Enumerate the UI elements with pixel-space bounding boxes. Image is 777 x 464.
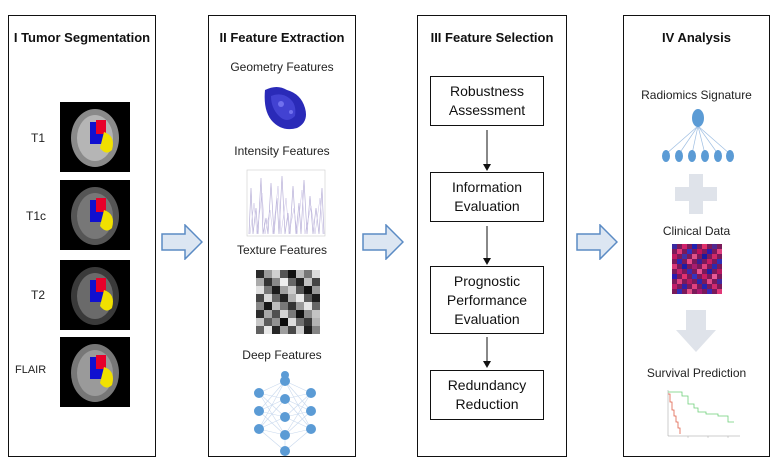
deep-features-label: Deep Features xyxy=(242,348,322,362)
radiomics-signature-label: Radiomics Signature xyxy=(641,88,752,102)
flow-arrow-3 xyxy=(576,224,618,260)
step-line: Assessment xyxy=(448,102,526,118)
step-arrow-1 xyxy=(483,130,491,171)
flow-arrow-2 xyxy=(362,224,404,260)
step-line: Robustness xyxy=(450,83,524,99)
down-arrow-icon xyxy=(676,310,716,352)
sequence-label-t1: T1 xyxy=(31,131,46,145)
step-line: Evaluation xyxy=(454,310,520,327)
clinical-data-heatmap xyxy=(672,244,722,294)
step-line: Performance xyxy=(446,291,528,308)
intensity-histogram-plot xyxy=(246,169,326,237)
panel-title: I Tumor Segmentation xyxy=(13,30,151,45)
brain-mri-flair-image xyxy=(60,337,130,407)
brain-mri-t2-image xyxy=(60,260,130,330)
step-arrow-2 xyxy=(483,226,491,265)
brain-mri-t1c-image xyxy=(60,180,130,250)
sequence-label-flair: FLAIR xyxy=(15,364,47,376)
clinical-data-label: Clinical Data xyxy=(662,224,731,238)
sequence-label-t1c: T1c xyxy=(26,209,47,223)
survival-prediction-label: Survival Prediction xyxy=(646,366,747,380)
geometry-3d-tumor-icon xyxy=(264,87,306,130)
intensity-features-label: Intensity Features xyxy=(234,144,330,158)
step-line: Evaluation xyxy=(454,198,520,214)
texture-features-label: Texture Features xyxy=(236,243,328,257)
geometry-features-label: Geometry Features xyxy=(230,60,334,74)
brain-mri-t1-image xyxy=(60,102,130,172)
panel-title: II Feature Extraction xyxy=(219,30,345,45)
step-line: Information xyxy=(451,179,523,195)
flow-arrow-1 xyxy=(161,224,203,260)
neural-network-diagram xyxy=(254,371,316,456)
step-arrow-3 xyxy=(483,337,491,368)
panel-title: IV Analysis xyxy=(662,30,731,45)
panel-tumor-segmentation: I Tumor Segmentation T1 T1c T2 FLAIR xyxy=(8,15,156,457)
sequence-label-t2: T2 xyxy=(31,288,46,302)
panel-title: III Feature Selection xyxy=(430,30,554,45)
step-line: Reduction xyxy=(455,396,519,412)
step-line: Prognostic xyxy=(453,272,521,289)
plus-icon xyxy=(675,174,717,214)
step-line: Redundancy xyxy=(447,377,527,393)
texture-matrix-grid xyxy=(256,270,320,334)
panel-analysis: IV Analysis Radiomics Signature Clinical… xyxy=(623,15,770,457)
survival-curve-plot xyxy=(667,390,740,438)
radiomics-signature-tree-icon xyxy=(662,109,734,162)
panel-feature-extraction: II Feature Extraction Geometry Features … xyxy=(208,15,356,457)
